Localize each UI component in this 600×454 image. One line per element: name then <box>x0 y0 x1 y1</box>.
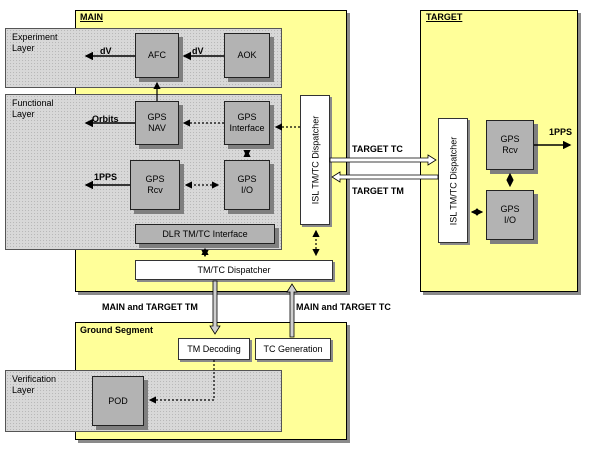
decoding-to-pod-arrow <box>148 360 215 404</box>
verification-layer-title: Verification Layer <box>12 374 57 395</box>
target-title: TARGET <box>426 12 463 22</box>
functional-layer-title: Functional Layer <box>12 98 54 119</box>
tc-generation-block: TC Generation <box>255 338 331 360</box>
target-isl-dispatcher: ISL TM/TC Dispatcher <box>438 118 468 243</box>
target-gps-io-block: GPS I/O <box>486 190 534 240</box>
tm-decoding-block: TM Decoding <box>178 338 250 360</box>
main-title: MAIN <box>80 12 103 22</box>
target-tc-label: TARGET TC <box>352 144 403 154</box>
main-target-tm-arrow <box>209 280 221 335</box>
tmtc-dispatcher: TM/TC Dispatcher <box>135 260 333 280</box>
gps-nav-block: GPS NAV <box>135 101 179 145</box>
target-gps-rcv-block: GPS Rcv <box>486 120 534 170</box>
experiment-layer-title: Experiment Layer <box>12 32 58 53</box>
ground-segment-title: Ground Segment <box>80 325 154 335</box>
target-tm-label: TARGET TM <box>352 186 404 196</box>
orbits-label: Orbits <box>92 114 119 124</box>
dv-label-right: dV <box>192 46 204 56</box>
dv-label-left: dV <box>100 46 112 56</box>
dlr-interface-block: DLR TM/TC Interface <box>135 224 275 244</box>
main-target-tc-label: MAIN and TARGET TC <box>296 302 391 312</box>
gps-rcv-block: GPS Rcv <box>130 160 180 210</box>
pps-label-main: 1PPS <box>94 172 118 182</box>
pod-block: POD <box>92 376 144 426</box>
gps-interface-block: GPS Interface <box>224 101 270 145</box>
afc-block: AFC <box>135 33 179 78</box>
pps-label-target: 1PPS <box>549 127 573 137</box>
target-tc-arrow <box>329 154 437 166</box>
main-target-tc-arrow <box>286 283 298 338</box>
aok-block: AOK <box>224 33 270 78</box>
main-isl-dispatcher: ISL TM/TC Dispatcher <box>300 95 330 225</box>
gps-io-block: GPS I/O <box>224 160 270 210</box>
target-tm-arrow <box>331 171 439 183</box>
main-target-tm-label: MAIN and TARGET TM <box>102 302 198 312</box>
